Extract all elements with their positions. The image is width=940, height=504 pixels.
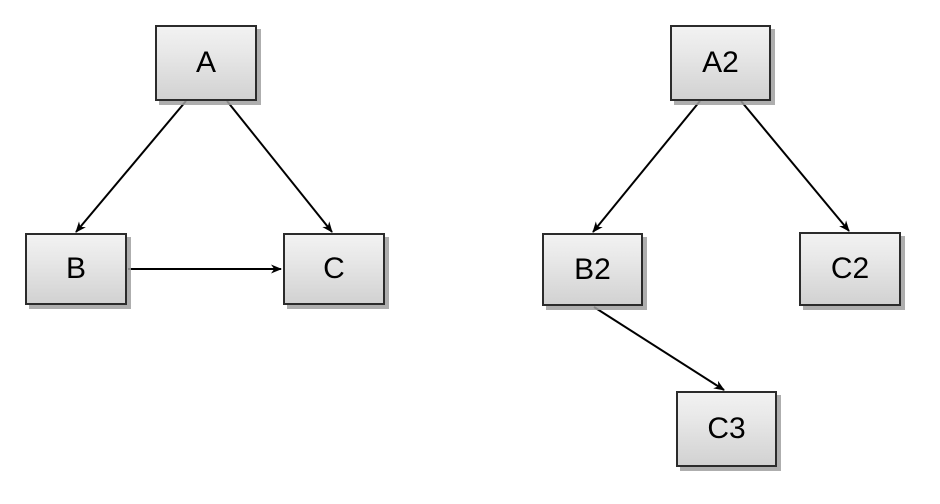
node-label: B xyxy=(65,252,86,285)
edge-a2-to-c2 xyxy=(740,100,850,232)
node-c[interactable]: C xyxy=(283,233,385,305)
edges-group xyxy=(75,100,850,391)
edge-b2-to-c3 xyxy=(593,306,725,391)
node-b2[interactable]: B2 xyxy=(542,233,643,306)
node-label: A xyxy=(195,46,216,79)
node-label: C3 xyxy=(707,412,746,445)
node-a2[interactable]: A2 xyxy=(670,25,771,101)
node-label: B2 xyxy=(574,252,611,286)
node-b[interactable]: B xyxy=(25,233,127,305)
node-label: C2 xyxy=(830,252,870,285)
node-c3[interactable]: C3 xyxy=(676,391,777,467)
edge-a2-to-b2 xyxy=(592,100,701,233)
edge-a-to-c xyxy=(226,100,333,233)
node-label: A2 xyxy=(702,46,739,79)
node-label: C xyxy=(323,252,345,285)
edge-a-to-b xyxy=(75,100,187,233)
node-a[interactable]: A xyxy=(155,25,257,101)
node-c2[interactable]: C2 xyxy=(799,232,901,306)
